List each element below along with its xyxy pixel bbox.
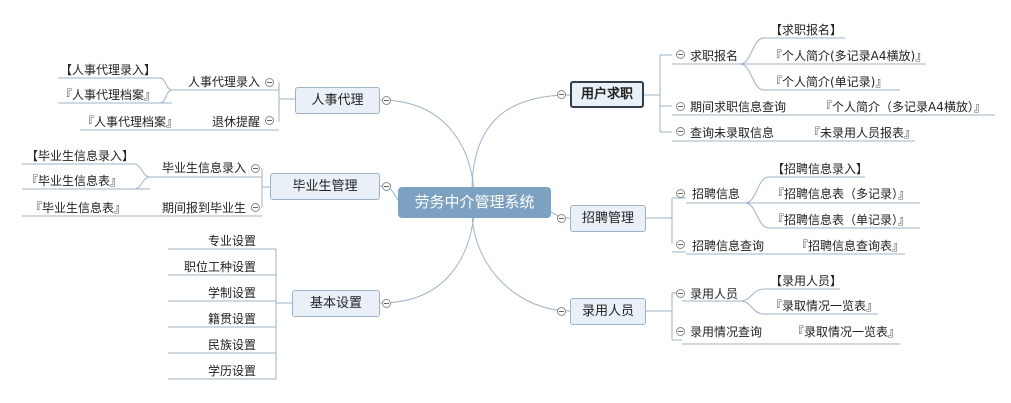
collapse-icon[interactable] [265, 116, 274, 125]
collapse-icon[interactable] [676, 127, 685, 136]
setting-study-length[interactable]: 学制设置 [207, 286, 256, 300]
link-root-basic [379, 214, 475, 304]
node-graduate[interactable]: 毕业生管理 [270, 173, 380, 200]
link-root-hire [471, 214, 571, 312]
sub-retire-reminder[interactable]: 退休提醒 [211, 115, 260, 129]
node-hire-label: 录用人员 [581, 304, 634, 319]
leaf-unhired-report[interactable]: 『未录用人员报表』 [808, 126, 917, 140]
node-personnel[interactable]: 人事代理 [295, 87, 380, 114]
leaf-resume-multi-query[interactable]: 『个人简介（多记录A4横放）』 [820, 100, 986, 114]
collapse-icon[interactable] [676, 240, 685, 249]
sub-recruit-info[interactable]: 招聘信息 [692, 187, 741, 201]
node-hire[interactable]: 录用人员 [570, 298, 646, 325]
node-user-job[interactable]: 用户求职 [570, 81, 644, 108]
setting-major[interactable]: 专业设置 [207, 234, 256, 248]
node-basic-label: 基本设置 [309, 296, 362, 311]
sub-job-apply[interactable]: 求职报名 [690, 49, 739, 63]
collapse-icon[interactable] [557, 307, 566, 316]
leaf-recruit-query-table[interactable]: 『招聘信息查询表』 [796, 239, 905, 253]
node-graduate-label: 毕业生管理 [292, 179, 358, 194]
leaf-personnel-file[interactable]: 『人事代理档案』 [60, 88, 157, 102]
sub-personnel-entry[interactable]: 人事代理录入 [187, 75, 260, 89]
collapse-icon[interactable] [251, 164, 260, 173]
leaf-recruit-table-multi[interactable]: 『招聘信息表（多记录）』 [772, 187, 911, 201]
sub-hire[interactable]: 录用人员 [690, 287, 739, 301]
leaf-hire-overview[interactable]: 『录取情况一览表』 [770, 299, 879, 313]
collapse-icon[interactable] [265, 78, 274, 87]
leaf-personnel-entry[interactable]: 【人事代理录入】 [60, 63, 157, 77]
setting-ethnicity[interactable]: 民族设置 [207, 338, 256, 352]
node-user-job-label: 用户求职 [580, 87, 633, 102]
sub-graduate-entry[interactable]: 毕业生信息录入 [161, 161, 246, 175]
setting-position[interactable]: 职位工种设置 [183, 260, 256, 274]
collapse-icon[interactable] [676, 289, 685, 298]
leaf-graduate-table-report[interactable]: 『毕业生信息表』 [30, 201, 127, 215]
sub-hire-query[interactable]: 录用情况查询 [690, 325, 763, 339]
node-personnel-label: 人事代理 [311, 93, 364, 108]
sub-unhired-query[interactable]: 查询未录取信息 [690, 126, 775, 140]
sub-job-query[interactable]: 期间求职信息查询 [690, 100, 787, 114]
sub-graduate-report[interactable]: 期间报到毕业生 [161, 201, 246, 215]
setting-education[interactable]: 学历设置 [207, 364, 256, 378]
collapse-icon[interactable] [676, 50, 685, 59]
link-root-personnel [379, 99, 475, 192]
leaf-recruit-entry[interactable]: 【招聘信息录入】 [772, 162, 869, 176]
node-recruit[interactable]: 招聘管理 [570, 205, 646, 232]
collapse-icon[interactable] [676, 102, 685, 111]
leaf-hire-entry[interactable]: 【录用人员】 [770, 274, 843, 288]
root-node[interactable]: 劳务中介管理系统 [398, 187, 551, 218]
collapse-icon[interactable] [676, 327, 685, 336]
collapse-icon[interactable] [676, 189, 685, 198]
collapse-icon[interactable] [557, 90, 566, 99]
collapse-icon[interactable] [382, 299, 391, 308]
collapse-icon[interactable] [382, 96, 391, 105]
leaf-graduate-table[interactable]: 『毕业生信息表』 [26, 174, 123, 188]
leaf-hire-overview-query[interactable]: 『录取情况一览表』 [792, 325, 901, 339]
collapse-icon[interactable] [557, 214, 566, 223]
setting-hometown[interactable]: 籍贯设置 [207, 312, 256, 326]
sub-recruit-query[interactable]: 招聘信息查询 [692, 239, 765, 253]
leaf-personnel-file-retire[interactable]: 『人事代理档案』 [82, 115, 179, 129]
leaf-resume-multi[interactable]: 『个人简介(多记录A4横放)』 [770, 49, 928, 63]
root-label: 劳务中介管理系统 [414, 193, 535, 211]
node-recruit-label: 招聘管理 [581, 211, 634, 226]
leaf-resume-single[interactable]: 『个人简介(单记录)』 [770, 75, 888, 89]
leaf-job-apply-form[interactable]: 【求职报名】 [770, 23, 843, 37]
node-basic[interactable]: 基本设置 [292, 290, 380, 317]
leaf-recruit-table-single[interactable]: 『招聘信息表（单记录）』 [772, 213, 911, 227]
link-root-user-job [471, 94, 571, 192]
collapse-icon[interactable] [382, 182, 391, 191]
collapse-icon[interactable] [251, 203, 260, 212]
leaf-graduate-entry[interactable]: 【毕业生信息录入】 [26, 149, 135, 163]
